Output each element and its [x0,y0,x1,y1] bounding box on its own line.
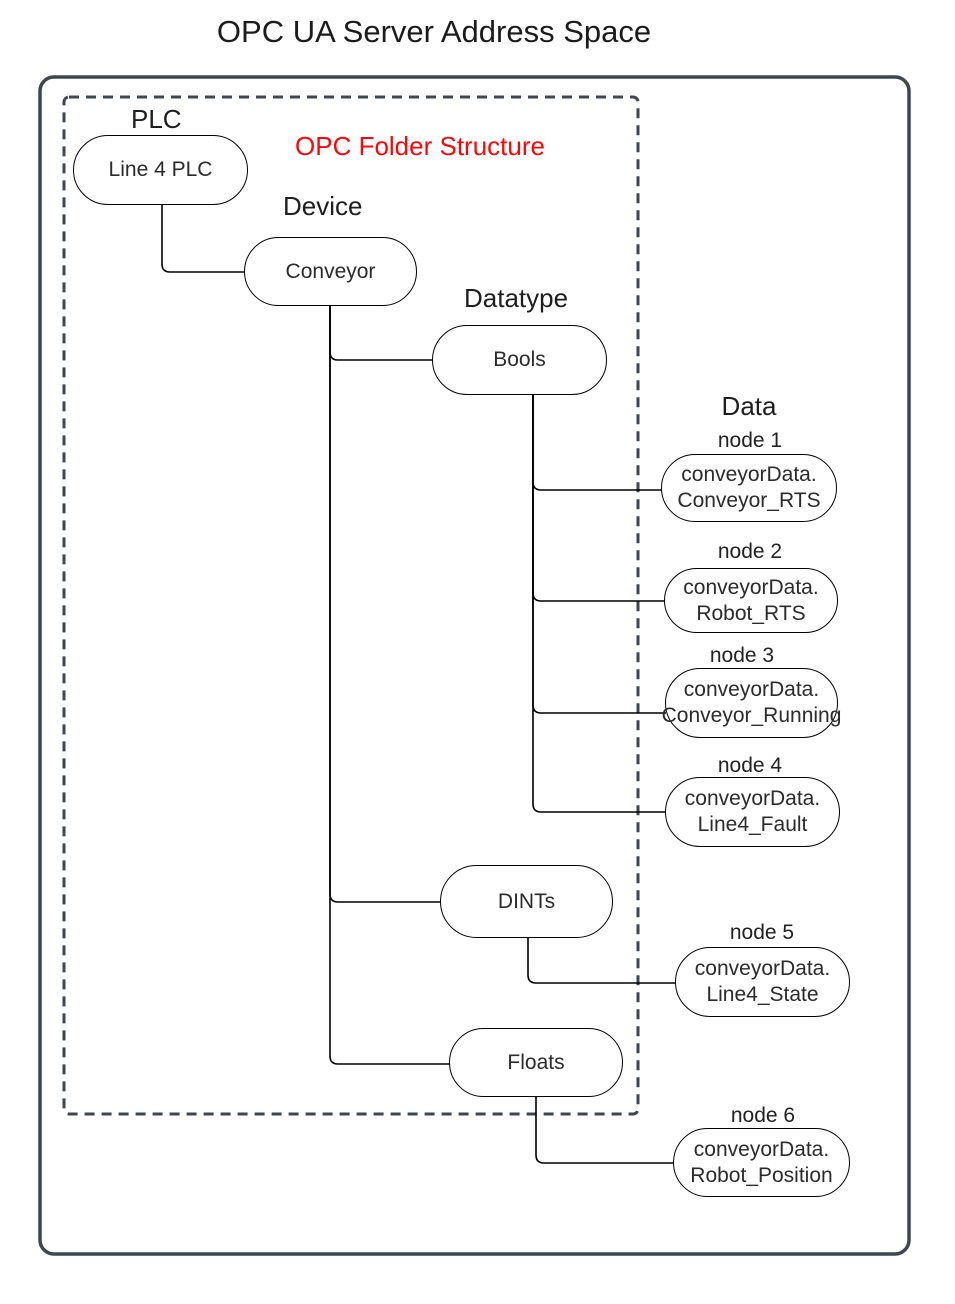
connector-conveyor-to-bools [329,306,433,361]
folder-conveyor-label: Conveyor [285,259,376,283]
connector-floats-to-node6 [535,1097,674,1164]
node3-caption: node 3 [709,644,775,667]
folder-bools-label: Bools [493,348,546,371]
folder-line4-plc: Line 4 PLC [73,135,248,205]
data-node-1-line2: Conveyor_RTS [677,489,821,512]
data-node-6: conveyorData. Robot_Position [673,1128,850,1197]
node5-caption: node 5 [729,921,795,944]
data-node-2-line2: Robot_RTS [696,601,806,625]
connector-conveyor-to-dints [329,306,441,903]
folder-structure-label: OPC Folder Structure [295,131,545,161]
data-node-4-line1: conveyorData. [684,787,821,810]
folder-floats: Floats [449,1028,623,1097]
header-plc: PLC [131,104,182,134]
node1-caption: node 1 [717,429,783,452]
node6-caption: node 6 [730,1104,796,1127]
data-node-1-line1: conveyorData. [681,463,817,486]
header-device: Device [283,191,363,221]
data-node-3: conveyorData. Conveyor_Running [662,668,841,738]
node4-caption: node 4 [717,754,783,777]
folder-dints-label: DINTs [497,889,556,913]
header-data: Data [721,391,777,421]
data-node-5: conveyorData. Line4_State [675,947,850,1017]
folder-dints: DINTs [440,865,613,938]
data-node-3-line1: conveyorData. [683,678,820,701]
node2-caption: node 2 [717,540,783,563]
data-node-5-line1: conveyorData. [694,957,831,980]
diagram-title: OPC UA Server Address Space [216,14,652,49]
data-node-5-line2: Line4_State [706,983,819,1006]
data-node-2-line1: conveyorData. [683,575,819,599]
connector-bools-to-node3 [532,395,666,714]
connector-conveyor-to-floats [329,306,450,1065]
header-datatype: Datatype [464,283,569,313]
connector-plc-to-conveyor [161,205,245,273]
connector-dints-to-node5 [527,938,676,984]
folder-conveyor: Conveyor [244,237,417,306]
data-node-6-line1: conveyorData. [693,1137,830,1161]
data-node-4: conveyorData. Line4_Fault [665,777,840,847]
data-node-6-line2: Robot_Position [690,1163,833,1187]
data-node-3-line2: Conveyor_Running [661,704,842,727]
folder-bools: Bools [432,325,607,395]
connector-bools-to-node1 [532,395,662,491]
folder-line4-plc-label: Line 4 PLC [108,158,213,181]
data-node-1: conveyorData. Conveyor_RTS [661,454,837,522]
connector-bools-to-node4 [532,395,666,813]
data-node-2: conveyorData. Robot_RTS [664,568,838,633]
folder-floats-label: Floats [507,1050,565,1074]
folder-structure-boundary [62,95,640,1116]
address-space-boundary [38,75,911,1256]
connector-bools-to-node2 [532,395,665,602]
data-node-4-line2: Line4_Fault [697,813,808,836]
